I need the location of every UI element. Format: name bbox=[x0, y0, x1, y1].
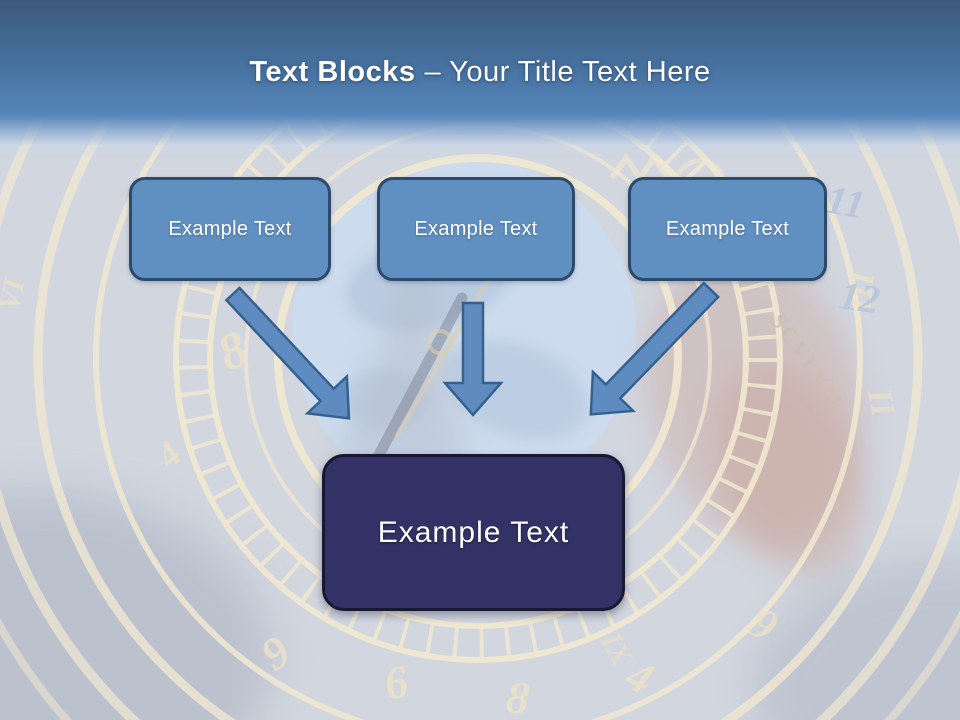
clock-numeral: 8 bbox=[504, 671, 531, 720]
background-shading bbox=[0, 490, 960, 720]
text-block-3: Example Text bbox=[628, 177, 827, 281]
title-rest: – Your Title Text Here bbox=[424, 56, 711, 88]
page-title: Text Blocks– Your Title Text Here bbox=[0, 52, 960, 92]
header-band bbox=[0, 0, 960, 160]
center-text-block: Example Text bbox=[322, 454, 625, 611]
text-block-2: Example Text bbox=[377, 177, 575, 281]
clock-hour-numeral: 12 bbox=[837, 272, 883, 322]
center-text-block-label: Example Text bbox=[377, 515, 570, 549]
title-emphasis: Text Blocks bbox=[249, 56, 416, 88]
text-block-2-label: Example Text bbox=[414, 217, 538, 240]
text-block-1: Example Text bbox=[129, 177, 331, 281]
clock-roman-numeral: III bbox=[840, 268, 881, 314]
text-block-1-label: Example Text bbox=[168, 217, 292, 240]
clock-hour-numeral: 11 bbox=[823, 177, 868, 228]
text-block-3-label: Example Text bbox=[665, 217, 790, 240]
